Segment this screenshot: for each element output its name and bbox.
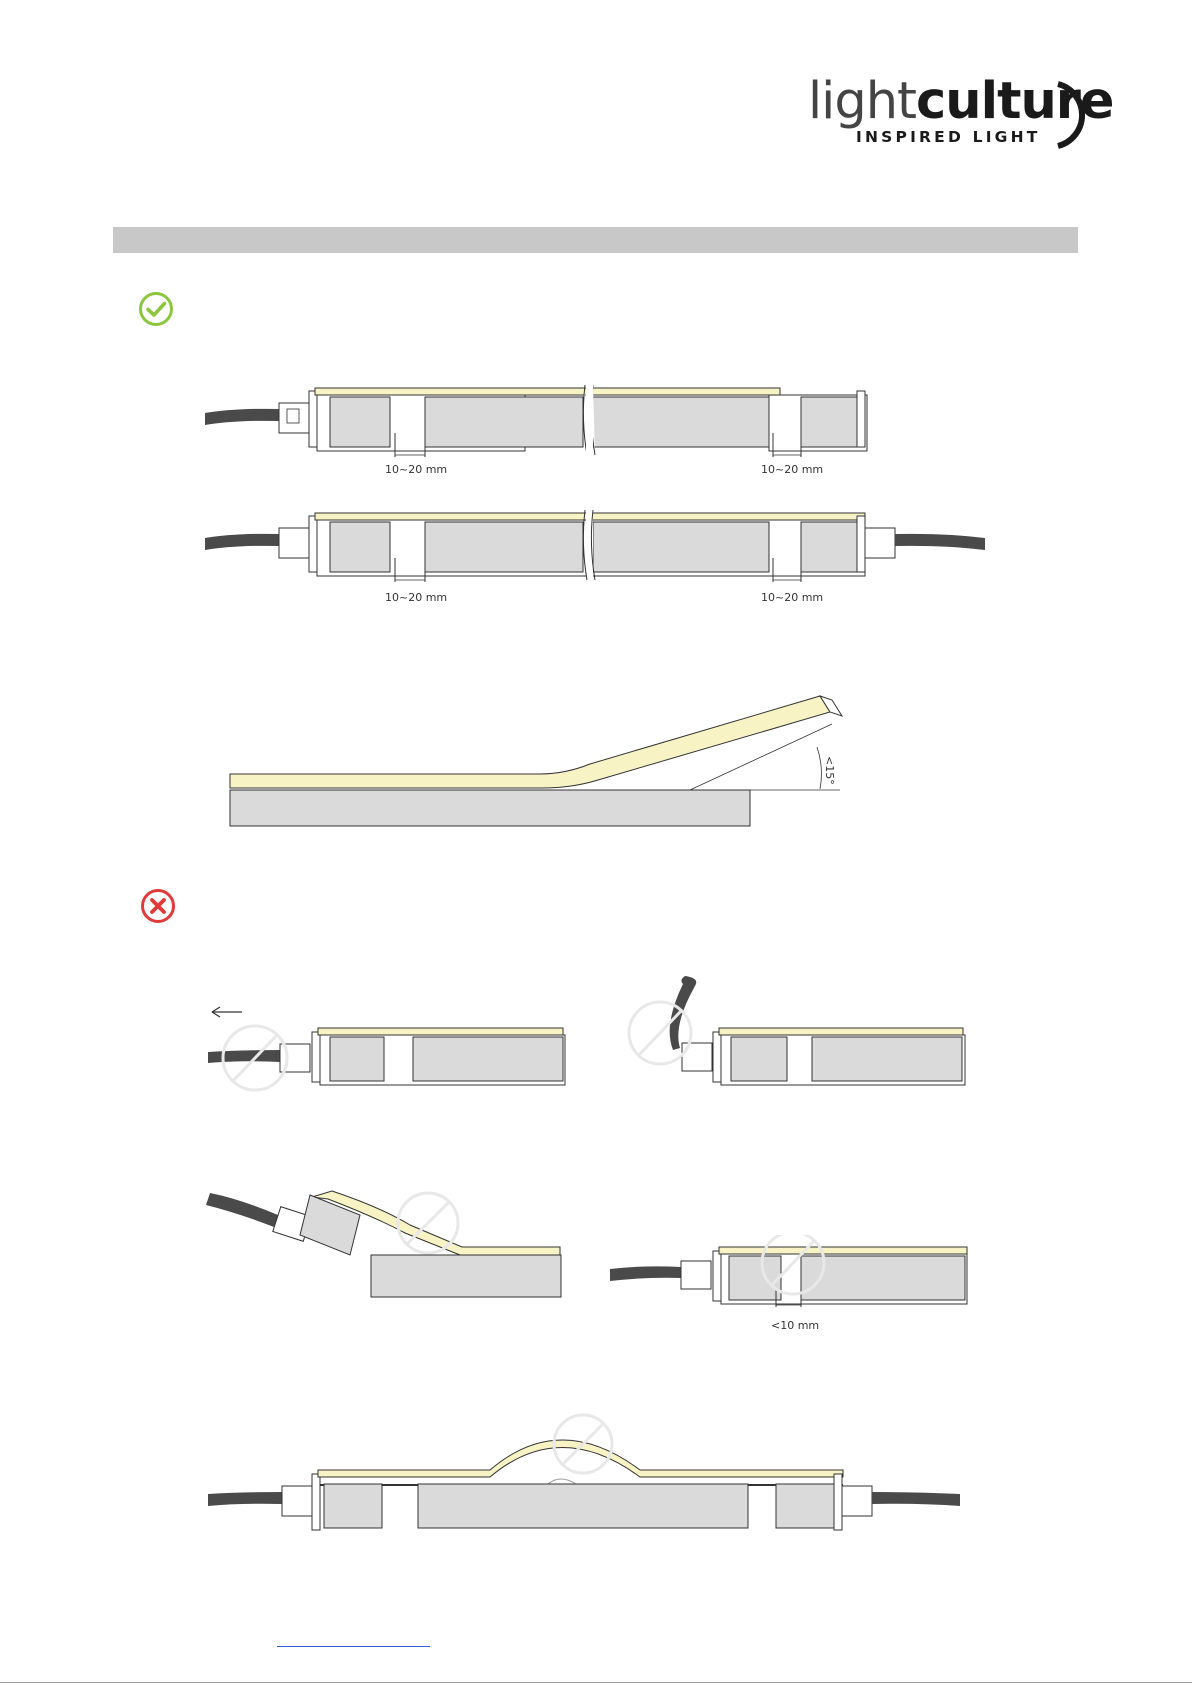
led-strip-bent: [230, 696, 830, 788]
logo-tagline: INSPIRED LIGHT: [856, 128, 1041, 146]
diagram-wrong-arched-strip: [200, 1410, 975, 1535]
profile-base: [593, 397, 769, 447]
lightculture-logo: lightculture INSPIRED LIGHT: [808, 78, 1083, 148]
footer-link[interactable]: [277, 1630, 430, 1647]
power-cable: [208, 1050, 280, 1063]
mounting-clip: [330, 397, 390, 447]
x-circle-icon: [140, 888, 176, 924]
end-cap-connector: [865, 528, 895, 558]
diagram-wrong-small-gap: <10 mm: [605, 1235, 975, 1335]
mounting-clip: [801, 397, 857, 447]
power-cable: [208, 1492, 282, 1506]
gap-dimension-label: <10 mm: [771, 1319, 819, 1332]
diagram-wrong-pull-cable: [200, 1000, 580, 1095]
footer-divider: [0, 1682, 1192, 1683]
power-cable: [872, 1492, 960, 1506]
diagram-wrong-bend-cable: [625, 970, 975, 1095]
gap-dimension-label: 10~20 mm: [385, 591, 447, 604]
power-cable: [205, 409, 279, 425]
power-cable: [610, 1266, 681, 1281]
profile-base: [425, 397, 583, 447]
logo-arc-icon: [1056, 80, 1086, 150]
power-cable: [895, 534, 985, 550]
power-cable: [205, 534, 279, 550]
gap-dimension-label: 10~20 mm: [761, 463, 823, 476]
gap-dimension-label: 10~20 mm: [761, 591, 823, 604]
diagram-correct-single-feed: 10~20 mm 10~20 mm: [195, 375, 895, 480]
angle-label: <15°: [823, 756, 836, 785]
profile-base: [230, 790, 750, 826]
diagram-correct-double-feed: 10~20 mm 10~20 mm: [195, 500, 1005, 610]
led-strip: [315, 388, 780, 395]
diagram-wrong-lifted-end: [200, 1185, 570, 1300]
power-cable: [206, 1193, 278, 1227]
gap-dimension-label: 10~20 mm: [385, 463, 447, 476]
section-header-band: [113, 227, 1078, 253]
diagram-correct-bend-angle: <15°: [220, 690, 860, 830]
check-circle-icon: [138, 291, 174, 327]
end-cap-connector: [279, 403, 309, 433]
